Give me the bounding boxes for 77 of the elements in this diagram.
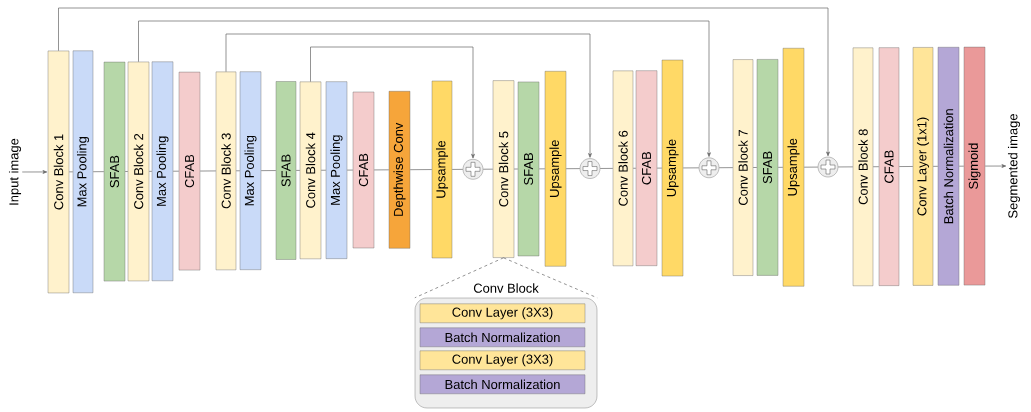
layer-bar: Max Pooling [325,81,348,259]
connector-line [513,168,519,170]
connector-line [656,167,663,169]
layer-bar: SFAB [103,61,126,282]
sum-circle-icon [698,157,720,178]
layer-bar: SFAB [275,81,297,260]
layer-bar: Conv Block 3 [215,71,237,271]
layer-bar: CFAB [178,71,201,271]
layer-bar: Conv Block 1 [47,50,70,294]
skip-arrow [310,46,475,159]
connector-line [632,167,637,169]
layer-bar: Max Pooling [151,61,174,281]
connector-line [872,166,880,168]
connector-line [752,167,758,168]
connector-line [199,170,217,172]
connector-line [124,171,129,172]
layer-bar: CFAB [878,47,900,286]
layer-bar: Conv Block 7 [732,59,754,276]
connector-line [682,167,700,169]
connector-line [172,170,180,172]
layer-bar: Sigmoid [963,46,986,286]
connector-line [409,169,433,171]
layer-bar: Upsample [782,48,805,287]
layer-bar: Conv Layer (1x1) [912,47,934,286]
connector-line [235,170,241,172]
connector-line [837,166,854,168]
connector-line [451,169,464,170]
layer-bar: Batch Normalization [937,47,960,286]
connector-line [958,165,965,167]
connector-line [803,166,819,168]
arrow [21,170,48,174]
connector-line [320,169,327,171]
zoom-dashed-line [414,257,504,299]
layer-row: Conv Layer (3X3) [419,350,586,370]
connector-line [68,171,74,173]
layer-bar: CFAB [635,70,658,266]
skip-arrow [225,33,592,158]
connector-line [148,171,153,172]
connector-line [777,166,784,168]
skip-arrow [58,7,830,157]
connector-line [92,171,105,173]
layer-row: Batch Normalization [419,374,586,394]
layer-bar: SFAB [756,59,779,276]
connector-line [932,165,939,167]
sum-circle-icon [817,156,839,178]
layer-bar: Conv Block 6 [612,70,634,267]
layer-bar: Upsample [431,80,453,259]
node-label: Conv Block [473,283,539,293]
connector-line [538,168,546,170]
connector-line [898,166,914,167]
connector-line [295,170,301,171]
connector-line [260,170,277,171]
layer-bar: SFAB [517,81,540,257]
image-label: Input image [8,138,22,205]
layer-bar: Max Pooling [72,50,94,293]
layer-bar: Upsample [661,59,684,277]
layer-bar: CFAB [352,91,375,249]
connector-line [599,168,614,169]
sum-circle-icon [462,159,484,180]
connector-line [565,168,581,170]
connector-line [718,167,734,169]
layer-bar: Conv Block 8 [852,47,874,286]
sum-circle-icon [579,158,601,179]
layer-bar: Upsample [544,71,567,267]
layer-bar: Max Pooling [239,71,262,270]
image-label: Segmented image [1007,114,1021,218]
layer-row: Batch Normalization [419,327,586,347]
layer-bar: Conv Block 4 [299,81,322,260]
layer-bar: Conv Block 5 [492,80,515,258]
layer-bar: Depthwise Conv [388,91,411,249]
connector-line [482,168,494,170]
layer-bar: Conv Block 2 [127,61,150,282]
arrow [984,164,1007,168]
layer-row: Conv Layer (3X3) [419,303,586,323]
connector-line [346,169,354,171]
connector-line [373,169,390,171]
skip-arrow [138,20,711,157]
